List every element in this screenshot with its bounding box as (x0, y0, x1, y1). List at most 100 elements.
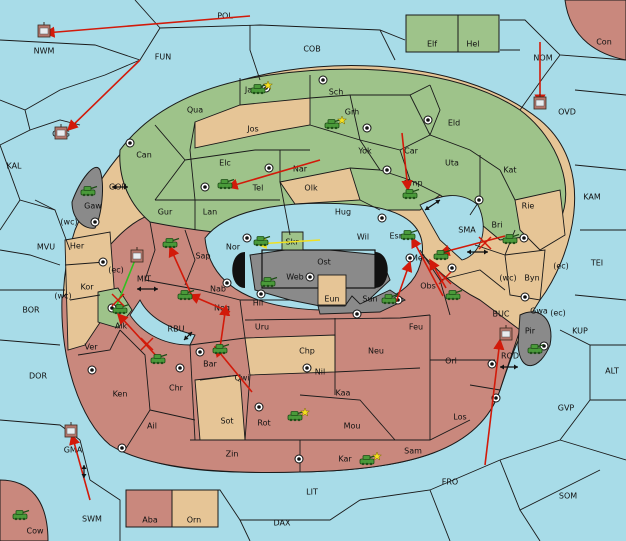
army-unit-icon[interactable] (12, 509, 30, 521)
supply-center-icon (98, 257, 108, 267)
supply-center-icon (195, 347, 205, 357)
star-icon (336, 115, 348, 125)
province-label: OVD (558, 108, 576, 117)
army-unit-icon[interactable] (402, 188, 420, 200)
supply-center-icon (256, 289, 266, 299)
province-label: Elc (219, 159, 231, 168)
supply-center-icon (423, 115, 433, 125)
province-label: Nar (293, 165, 308, 174)
army-unit-icon[interactable] (112, 303, 130, 315)
supply-center-icon (222, 278, 232, 288)
fleet-unit-icon[interactable] (533, 94, 547, 110)
province-label: TEI (590, 259, 603, 268)
army-unit-icon[interactable] (250, 80, 274, 95)
tan-byn (504, 249, 546, 301)
army-unit-icon[interactable] (162, 237, 180, 249)
province-label: Obs (420, 282, 436, 291)
army-unit-icon[interactable] (177, 289, 195, 301)
fleet-unit-icon[interactable] (130, 247, 144, 263)
army-unit-icon[interactable] (359, 451, 383, 466)
province-label: Rie (522, 202, 535, 211)
province-label: Uta (445, 159, 459, 168)
supply-center-icon (318, 75, 328, 85)
province-label: Ken (113, 390, 128, 399)
province-label: Gur (158, 208, 173, 217)
army-unit-icon[interactable] (260, 276, 278, 288)
pir-island (517, 311, 552, 367)
passage-link-icon (183, 331, 193, 341)
province-label: Elf (427, 40, 437, 49)
province-label: Cow (26, 527, 43, 536)
move-order-arrow (411, 236, 444, 297)
province-labels: POLNWMFUNCOBElfHelConNOMOVDJadSchQuaJosG… (6, 12, 618, 536)
province-label: Zin (226, 450, 239, 459)
province-label: Lan (203, 208, 217, 217)
province-label: Bar (203, 360, 217, 369)
province-label: SOM (559, 492, 577, 501)
province-label: Orl (445, 357, 457, 366)
province-label: Gaw (84, 202, 102, 211)
move-order-arrow (116, 312, 161, 361)
star-icon (371, 451, 383, 461)
province-label: Qua (187, 106, 203, 115)
move-order-arrow (69, 433, 91, 501)
supply-centers (87, 75, 549, 464)
army-unit-icon[interactable] (433, 249, 451, 261)
province-label: Can (136, 151, 152, 160)
province-label: (wc) (54, 292, 71, 301)
province-label: Sun (362, 295, 377, 304)
fleet-unit-icon[interactable] (37, 22, 51, 38)
supply-center-icon (200, 182, 210, 192)
province-label: Gmp (403, 179, 422, 188)
province-label: (wc) (60, 218, 77, 227)
province-label: Orn (187, 516, 202, 525)
supply-center-icon (117, 443, 127, 453)
province-label: Gwa (530, 307, 548, 316)
fleet-unit-icon[interactable] (499, 325, 513, 341)
province-label: Chp (299, 347, 315, 356)
move-order-arrow (401, 132, 413, 192)
province-label: Ail (147, 422, 157, 431)
province-label: ALT (605, 367, 619, 376)
army-unit-icon[interactable] (150, 353, 168, 365)
tan-eun-box (317, 274, 347, 306)
province-label: Web (286, 273, 303, 282)
province-label: (ec) (550, 309, 566, 318)
move-order-arrow (219, 304, 231, 349)
province-label: Kat (503, 166, 516, 175)
supply-center-icon (377, 213, 387, 223)
province-label: Kar (338, 455, 352, 464)
army-unit-icon[interactable] (80, 185, 98, 197)
orn-box (171, 489, 219, 528)
army-unit-icon[interactable] (502, 233, 520, 245)
army-unit-icon[interactable] (381, 293, 399, 305)
sma-channel (419, 195, 484, 261)
army-unit-icon[interactable] (253, 235, 271, 247)
army-unit-icon[interactable] (400, 229, 418, 241)
army-unit-icon[interactable] (445, 289, 463, 301)
passage-link-icon (112, 184, 128, 190)
move-order-arrow (484, 338, 505, 466)
province-label: ROD (501, 352, 519, 361)
province-label: (ec) (553, 262, 569, 271)
fleet-unit-icon[interactable] (54, 124, 68, 140)
passage-link-icon (81, 465, 87, 478)
supply-center-icon (264, 163, 274, 173)
gaw-island (71, 167, 103, 229)
province-label: Rot (257, 419, 270, 428)
army-unit-icon[interactable] (324, 115, 348, 130)
supply-center-icon (125, 138, 135, 148)
province-label: GMA (64, 446, 83, 455)
army-unit-icon[interactable] (287, 407, 311, 422)
fleet-unit-icon[interactable] (64, 422, 78, 438)
province-label: DAX (274, 519, 291, 528)
army-unit-icon[interactable] (527, 343, 545, 355)
supply-center-icon (175, 363, 185, 373)
army-unit-icon[interactable] (217, 178, 235, 190)
army-unit-icon[interactable] (212, 343, 230, 355)
province-label: DOR (29, 372, 47, 381)
province-label: KUP (572, 327, 588, 336)
tan-rie (514, 189, 566, 251)
